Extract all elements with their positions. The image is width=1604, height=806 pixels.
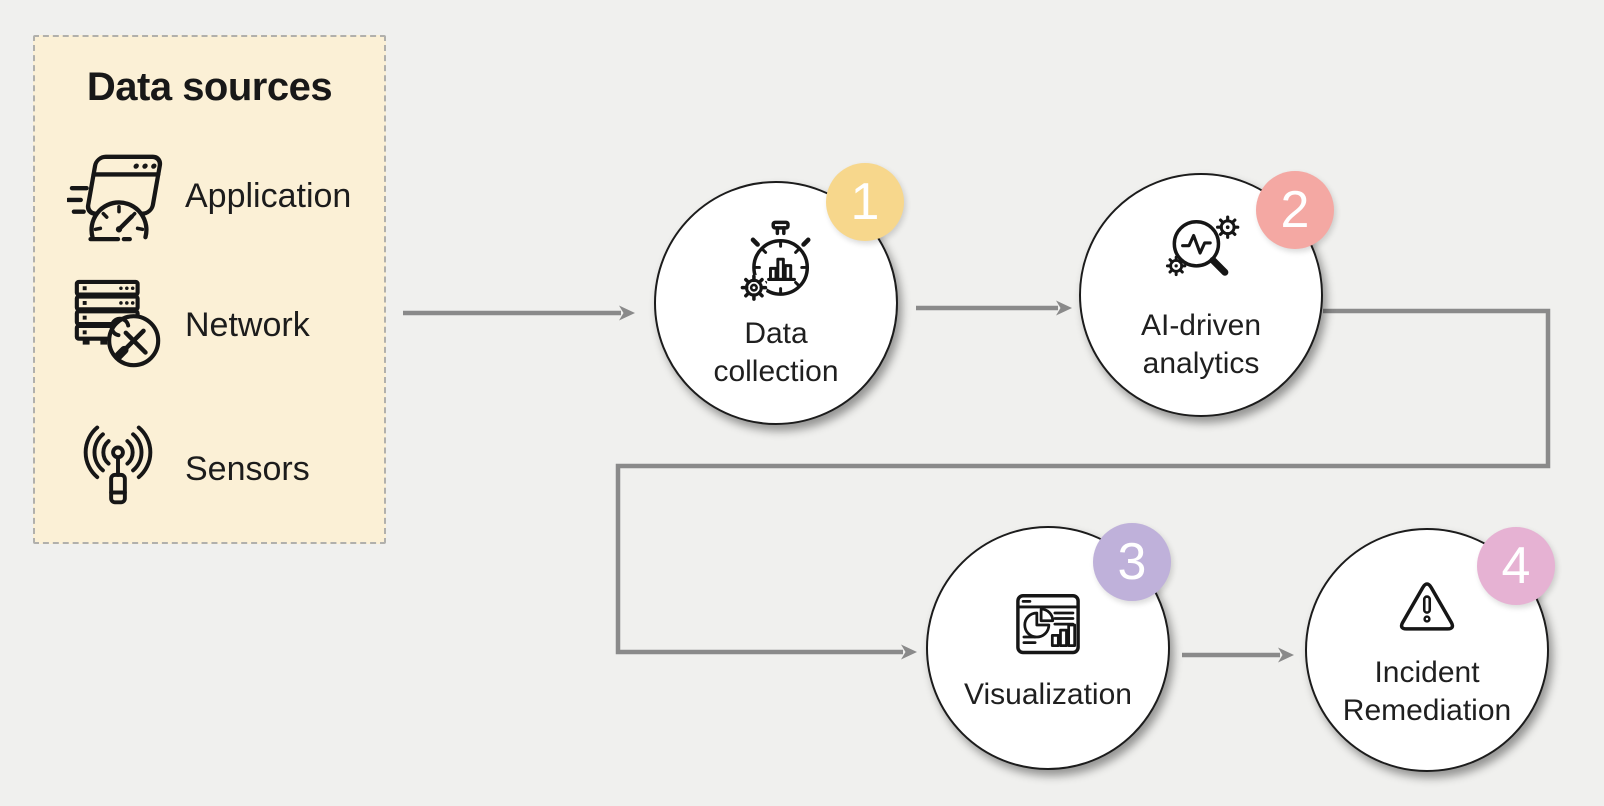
step-label: Visualization — [964, 678, 1132, 711]
source-label-network: Network — [185, 305, 310, 344]
arrow-analytics-to-visualization — [615, 308, 1551, 660]
step-circle: Incident Remediation — [1305, 528, 1549, 772]
step-badge: 4 — [1477, 527, 1555, 605]
source-label-application: Application — [185, 176, 352, 215]
step-number: 1 — [850, 173, 880, 231]
step-badge: 3 — [1093, 523, 1171, 601]
source-item-network: Network — [67, 276, 384, 374]
source-item-application: Application — [67, 147, 384, 245]
step-badge: 1 — [826, 163, 904, 241]
source-label-sensors: Sensors — [185, 449, 310, 488]
step-circle: Data collection — [654, 181, 898, 425]
incident-warning-icon — [1399, 582, 1455, 631]
step-data-collection: Data collection 1 — [654, 163, 904, 425]
step-visualization: Visualization 3 — [926, 523, 1171, 770]
data-sources-panel: Data sources — [33, 35, 386, 544]
step-number: 2 — [1280, 181, 1310, 239]
step-label: Data collection — [713, 317, 839, 388]
step-label: AI-driven analytics — [1140, 309, 1262, 380]
step-badge: 2 — [1256, 171, 1334, 249]
source-item-sensors: Sensors — [67, 420, 384, 518]
step-number: 4 — [1501, 537, 1531, 595]
step-ai-driven-analytics: AI-driven analytics 2 — [1079, 171, 1334, 417]
network-servers-tools-icon — [74, 279, 161, 368]
data-sources-title: Data sources — [86, 65, 333, 109]
application-performance-icon — [67, 154, 163, 242]
step-number: 3 — [1117, 533, 1147, 591]
step-incident-remediation: Incident Remediation 4 — [1305, 527, 1555, 772]
data-collection-stopwatch-icon — [740, 220, 811, 301]
sensors-antenna-icon — [83, 425, 153, 505]
step-label: Incident Remediation — [1342, 656, 1512, 727]
visualization-dashboard-icon — [1016, 594, 1080, 655]
ai-analytics-magnifier-icon — [1165, 215, 1240, 277]
